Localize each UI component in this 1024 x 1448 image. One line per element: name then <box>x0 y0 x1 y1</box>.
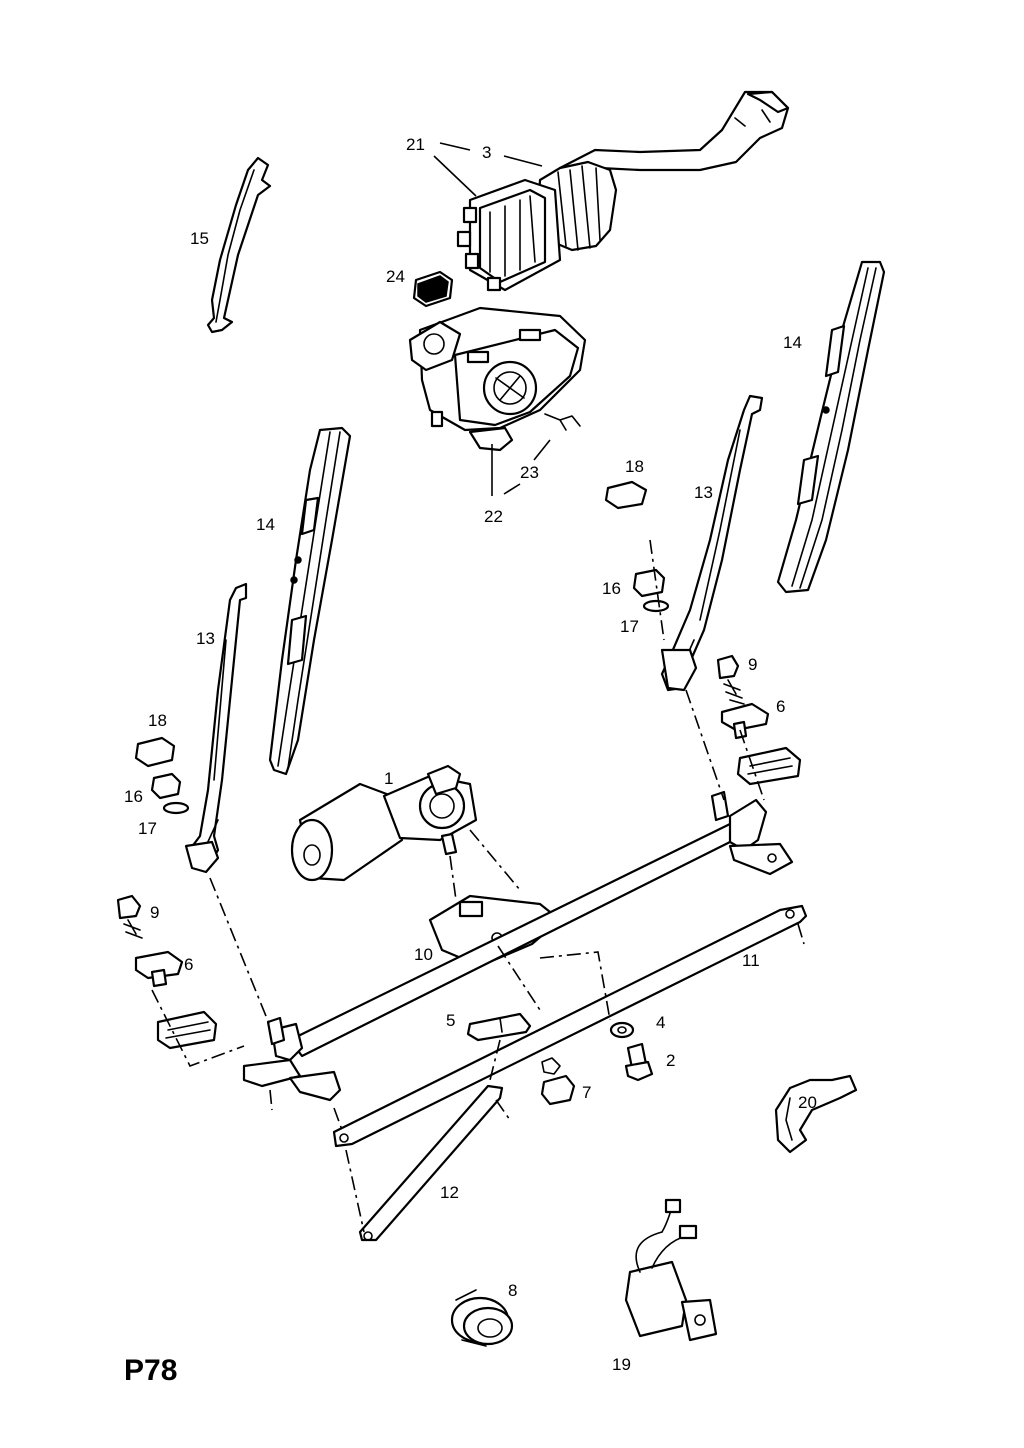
part-17-washer-left <box>162 801 190 815</box>
page-code: P78 <box>124 1354 177 1387</box>
callout-3: 3 <box>482 143 491 162</box>
part-14-wiper-blade-left <box>268 426 352 776</box>
part-18-cap-left <box>134 736 176 768</box>
part-24-relay <box>412 270 454 308</box>
callout-20: 20 <box>798 1093 817 1112</box>
callout-11: 11 <box>742 951 760 970</box>
part-9-bolt-right <box>716 654 745 705</box>
callout-12: 12 <box>440 1183 459 1202</box>
part-14-wiper-blade-right <box>776 260 886 594</box>
part-13-wiper-arm-right <box>660 394 764 692</box>
part-linkage-frame <box>242 790 794 1102</box>
part-7-nut <box>540 1057 576 1106</box>
callout-14-right: 14 <box>783 333 802 352</box>
callout-8: 8 <box>508 1281 517 1300</box>
callout-24: 24 <box>386 267 405 286</box>
part-6-clip-right <box>720 702 770 740</box>
part-23-clip <box>544 413 581 431</box>
part-12-link-rod <box>358 1084 504 1242</box>
part-8-grommet <box>450 1289 514 1347</box>
callout-16-right: 16 <box>602 579 621 598</box>
callout-23: 23 <box>520 463 539 482</box>
callout-22: 22 <box>484 507 503 526</box>
callout-2: 2 <box>666 1051 675 1070</box>
callout-6-right: 6 <box>776 697 785 716</box>
part-19-relay-module <box>624 1198 718 1342</box>
part-21-switch-housing <box>456 178 562 292</box>
callout-17-left: 17 <box>138 819 157 838</box>
part-2-screw <box>624 1042 654 1082</box>
callout-18-left: 18 <box>148 711 167 730</box>
part-20-cable-strap <box>774 1074 858 1154</box>
part-15-seal-strip <box>206 156 272 334</box>
part-1-wiper-motor <box>290 764 478 882</box>
part-5-bracket <box>466 1012 532 1042</box>
callout-1: 1 <box>384 769 393 788</box>
part-11-connecting-rod <box>332 904 808 1148</box>
callout-15: 15 <box>190 229 209 248</box>
callout-9-left: 9 <box>150 903 159 922</box>
part-6-clip-left <box>134 950 184 988</box>
callout-13-left: 13 <box>196 629 215 648</box>
callout-14-left: 14 <box>256 515 275 534</box>
assembly-lines <box>151 539 805 1233</box>
callout-18-right: 18 <box>625 457 644 476</box>
callout-4: 4 <box>656 1013 665 1032</box>
part-18-cap-right <box>604 480 648 510</box>
part-9-bolt-left <box>116 894 143 939</box>
callout-19: 19 <box>612 1355 631 1374</box>
callout-labels: 21 3 15 24 14 18 23 13 22 14 16 17 13 9 … <box>124 135 817 1387</box>
callout-13-right: 13 <box>694 483 713 502</box>
callout-21: 21 <box>406 135 425 154</box>
part-16-nut-right <box>632 568 666 598</box>
part-grommet-left <box>156 1010 218 1050</box>
leader-lines <box>433 142 551 496</box>
part-grommet-right <box>736 746 802 786</box>
callout-10: 10 <box>414 945 433 964</box>
callout-9-right: 9 <box>748 655 757 674</box>
part-3-wiper-stalk-switch <box>536 90 790 252</box>
part-4-washer <box>609 1021 635 1039</box>
part-17-washer-right <box>642 599 670 613</box>
callout-6-left: 6 <box>184 955 193 974</box>
part-13-wiper-arm-left <box>184 582 248 874</box>
callout-5: 5 <box>446 1011 455 1030</box>
callout-16-left: 16 <box>124 787 143 806</box>
callout-7: 7 <box>582 1083 591 1102</box>
part-16-nut-left <box>150 772 182 800</box>
part-22-switch-base <box>408 306 587 452</box>
callout-17-right: 17 <box>620 617 639 636</box>
